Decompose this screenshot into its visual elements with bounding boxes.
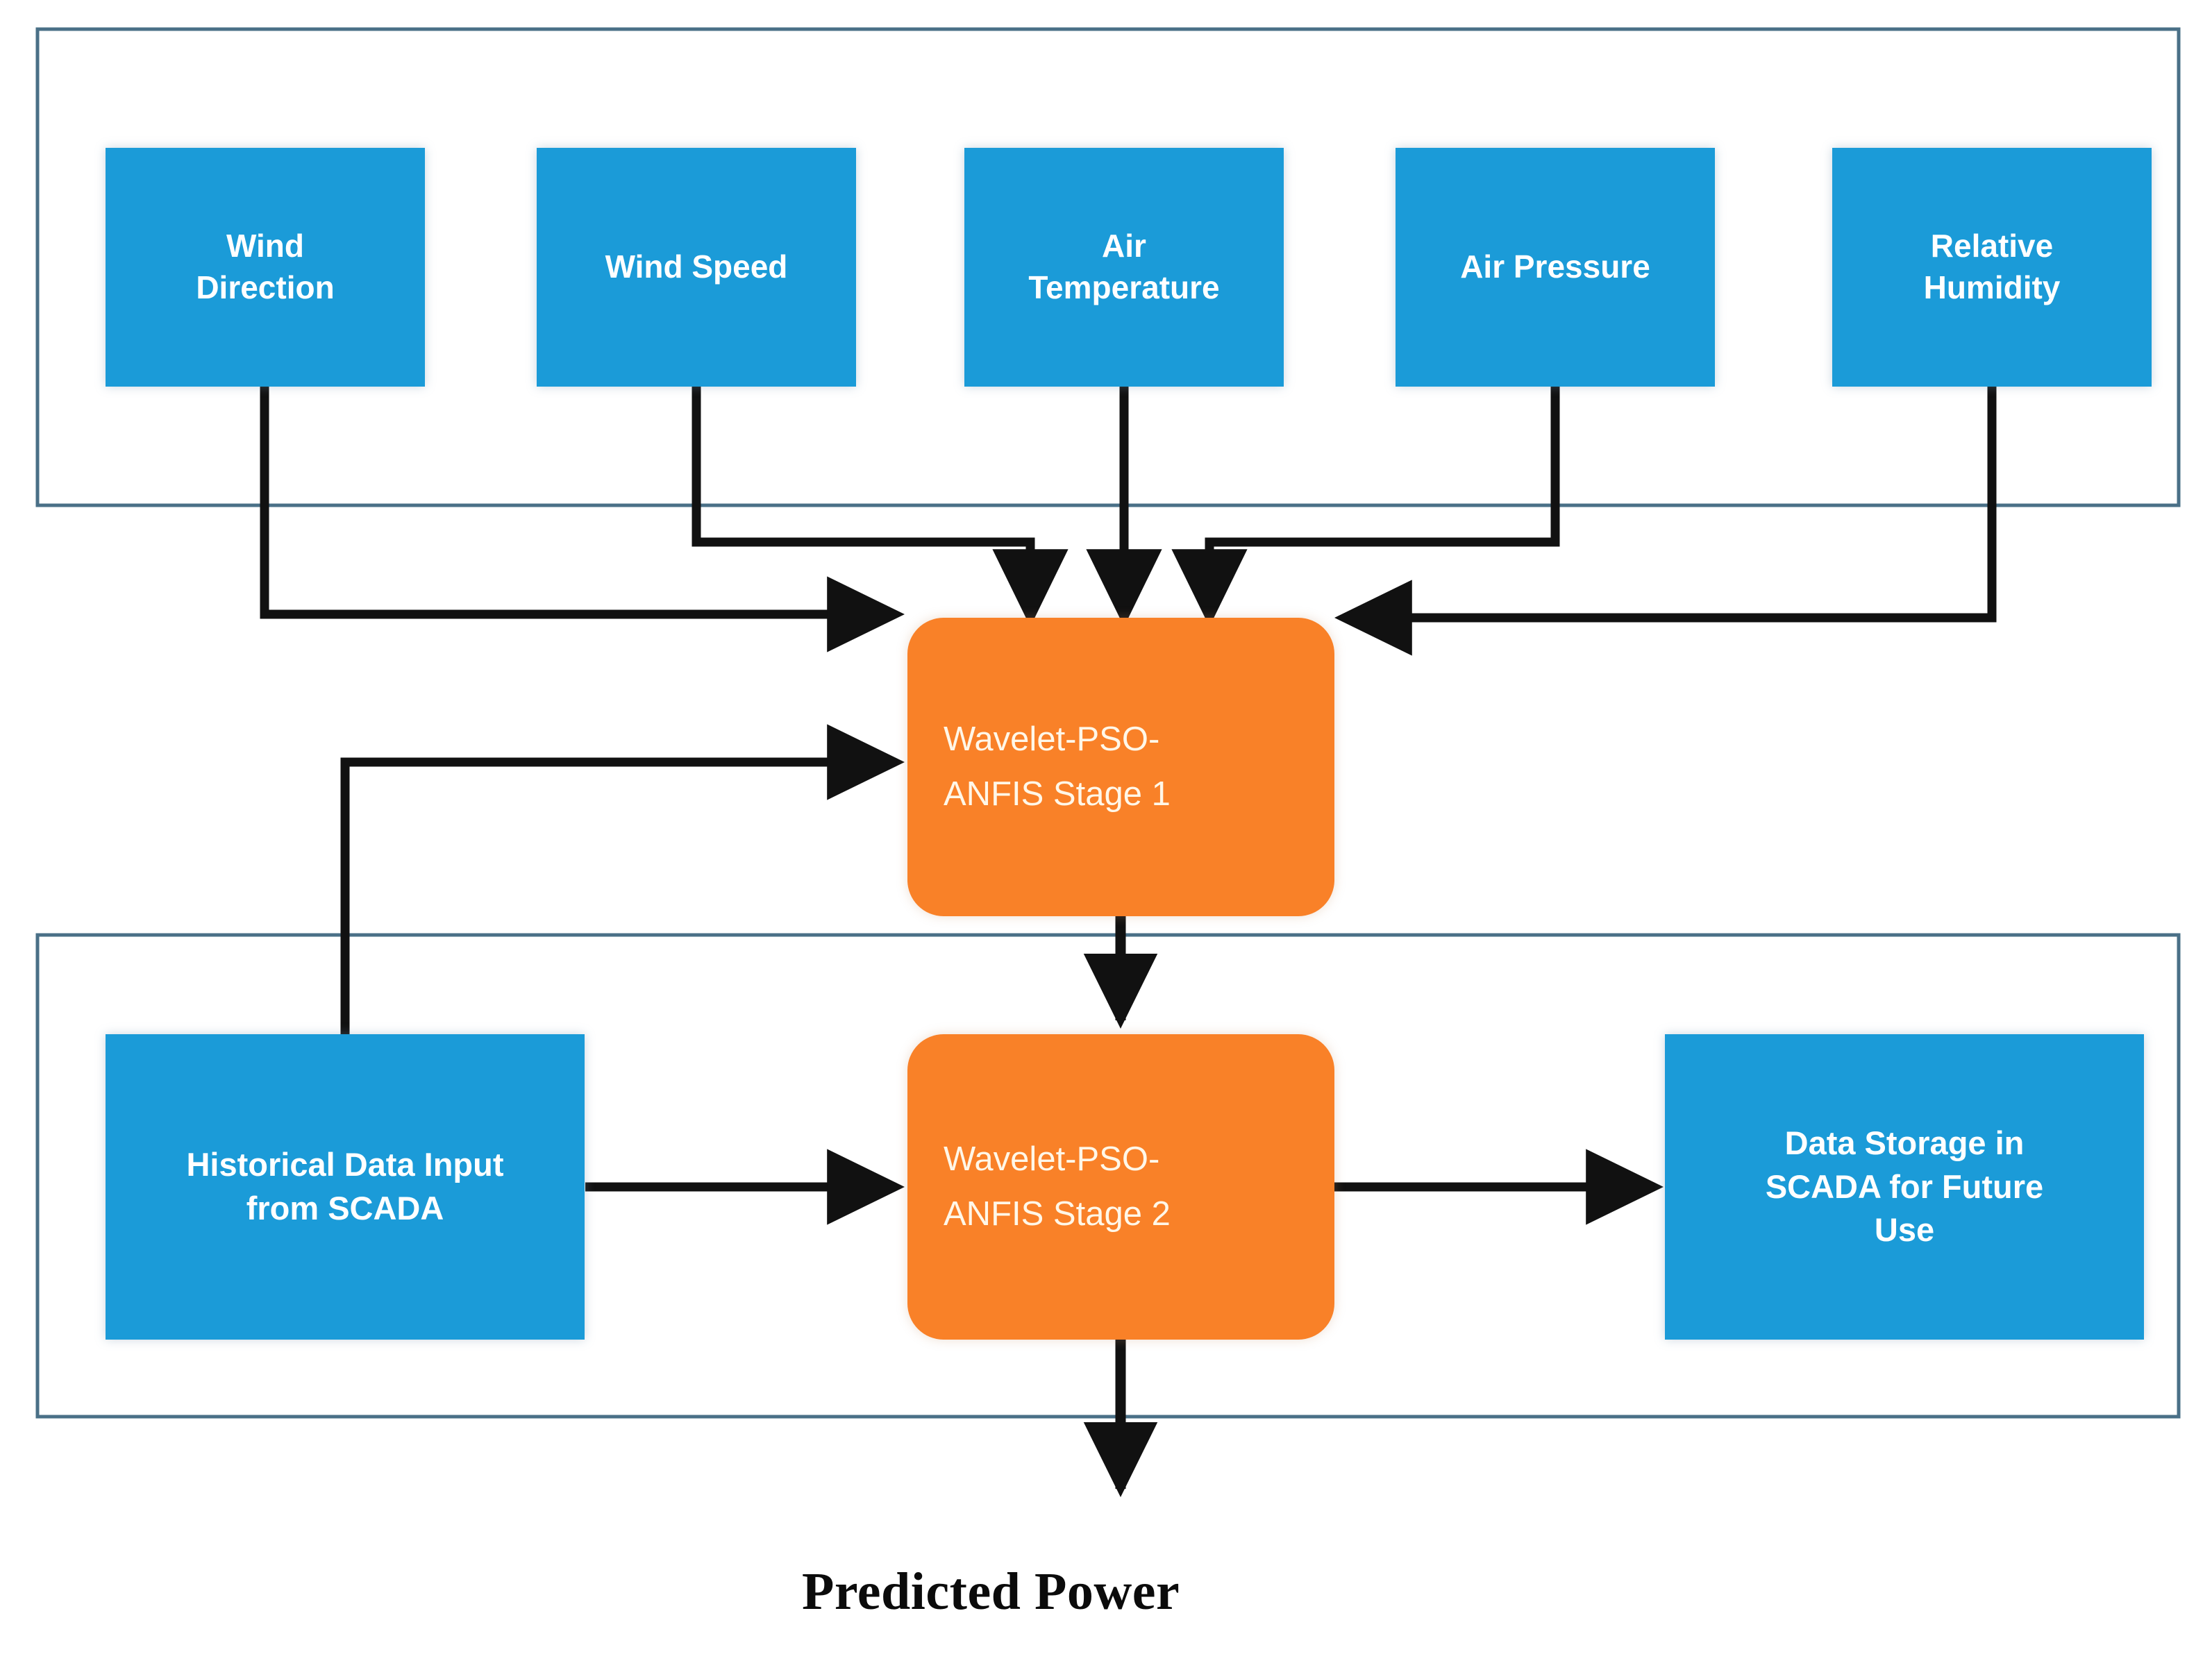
- input-label-relative-humidity: Relative Humidity: [1923, 228, 2061, 305]
- connector-relative-humidity-to-stage1: [1334, 387, 1997, 656]
- input-box-wind-direction[interactable]: Wind Direction: [106, 148, 425, 387]
- data-label-data-storage-scada: Data Storage in SCADA for Future Use: [1765, 1124, 2044, 1249]
- data-label-historical-data-input: Historical Data Input from SCADA: [186, 1146, 504, 1226]
- connector-historical-to-stage1: [340, 724, 905, 1034]
- process-box-stage-2[interactable]: Wavelet-PSO- ANFIS Stage 2: [907, 1034, 1334, 1340]
- weather-inputs-frame: [35, 27, 2181, 507]
- input-box-air-pressure[interactable]: Air Pressure: [1396, 148, 1715, 387]
- input-box-air-temperature[interactable]: Air Temperature: [964, 148, 1284, 387]
- data-box-historical-data-input[interactable]: Historical Data Input from SCADA: [106, 1034, 585, 1340]
- input-label-air-pressure: Air Pressure: [1460, 248, 1650, 285]
- connector-air-pressure-to-stage1: [1171, 387, 1560, 627]
- process-label-stage-1: Wavelet-PSO- ANFIS Stage 1: [944, 720, 1171, 813]
- connector-wind-direction-to-stage1: [260, 387, 905, 652]
- connector-wind-speed-to-stage1: [692, 387, 1069, 627]
- input-box-relative-humidity[interactable]: Relative Humidity: [1832, 148, 2152, 387]
- output-label-predicted-power: Predicted Power: [802, 1562, 1180, 1621]
- input-label-wind-direction: Wind Direction: [196, 228, 335, 305]
- input-box-wind-speed[interactable]: Wind Speed: [537, 148, 856, 387]
- input-label-wind-speed: Wind Speed: [605, 248, 788, 285]
- processing-frame: [35, 933, 2181, 1419]
- process-label-stage-2: Wavelet-PSO- ANFIS Stage 2: [944, 1140, 1171, 1233]
- data-box-data-storage-scada[interactable]: Data Storage in SCADA for Future Use: [1665, 1034, 2144, 1340]
- input-label-air-temperature: Air Temperature: [1028, 228, 1220, 305]
- process-box-stage-1[interactable]: Wavelet-PSO- ANFIS Stage 1: [907, 618, 1334, 916]
